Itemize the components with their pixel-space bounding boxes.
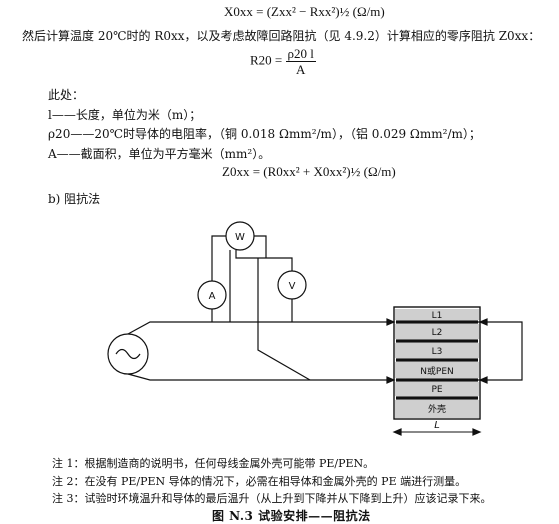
formula-x0xx: X0xx = (Zxx² − Rxx²)½ (Ω/m) — [224, 4, 385, 19]
note-1: 注 1：根据制造商的说明书，任何母线金属外壳可能带 PE/PEN。 — [52, 457, 375, 470]
where-label: 此处： — [48, 88, 85, 102]
figure-caption: 图 N.3 试验安排——阻抗法 — [212, 509, 371, 523]
dimension-arrow-left-icon — [392, 428, 402, 436]
wattmeter-label: W — [235, 232, 245, 243]
conductor-label-n: N或PEN — [420, 365, 454, 377]
intro-paragraph: 然后计算温度 20℃时的 R0xx，以及考虑故障回路阻抗（见 4.9.2）计算相… — [22, 29, 541, 43]
conductor-label-l1: L1 — [432, 311, 443, 321]
formula-r20-fraction: ρ20 l A — [285, 46, 316, 77]
formula-z0xx: Z0xx = (R0xx² + X0xx²)½ (Ω/m) — [222, 164, 396, 179]
formula-r20: R20 = ρ20 l A — [250, 46, 316, 77]
formula-r20-lhs: R20 = — [250, 52, 283, 68]
conductor-label-pe: PE — [431, 385, 442, 395]
note-3: 注 3：试验时环境温升和导体的最后温升（从上升到下降并从下降到上升）应该记录下来… — [52, 492, 492, 505]
arrow-in-top-icon — [386, 318, 396, 326]
ammeter-label: A — [209, 291, 216, 302]
conductor-fill-3 — [395, 343, 479, 358]
dimension-arrow-right-icon — [472, 428, 482, 436]
wire-v-top — [258, 257, 293, 271]
conductor-label-l2: L2 — [432, 328, 443, 338]
section-heading: b) 阻抗法 — [48, 192, 101, 206]
arrow-out-top-icon — [478, 318, 488, 326]
arrow-out-bottom-icon — [478, 376, 488, 384]
ac-wave — [115, 348, 141, 360]
definition-length: l——长度，单位为米（m）； — [48, 108, 202, 122]
length-label: L — [434, 420, 440, 431]
wire-top — [127, 321, 394, 335]
busbar-enclosure — [393, 306, 481, 420]
wire-w-a — [211, 235, 226, 281]
formula-r20-numerator: ρ20 l — [285, 46, 316, 62]
voltmeter-label: V — [289, 281, 296, 292]
arrow-in-bottom-icon — [386, 376, 396, 384]
conductor-fill-5 — [395, 382, 479, 396]
conductor-fill-6 — [395, 400, 479, 418]
wire-w-down — [235, 250, 258, 259]
definition-area: A——截面积，单位为平方毫米（mm²）。 — [48, 147, 271, 161]
conductor-label-enclosure: 外壳 — [428, 403, 446, 415]
definition-resistivity: ρ20——20℃时导体的电阻率，（铜 0.018 Ωmm²/m），（铝 0.02… — [48, 127, 481, 141]
short-circuit-loop — [478, 321, 523, 381]
wire-w-right — [254, 235, 267, 258]
conductor-fill-4 — [395, 362, 479, 378]
wire-v-pe — [257, 258, 311, 381]
conductor-fill-2 — [395, 324, 479, 339]
formula-r20-denominator: A — [296, 62, 306, 77]
conductor-fill-1 — [395, 309, 479, 320]
wire-bottom — [127, 373, 394, 381]
note-2: 注 2：在没有 PE/PEN 导体的情况下，必需在相导体和金属外壳的 PE 端进… — [52, 475, 467, 488]
conductor-label-l3: L3 — [432, 347, 443, 357]
